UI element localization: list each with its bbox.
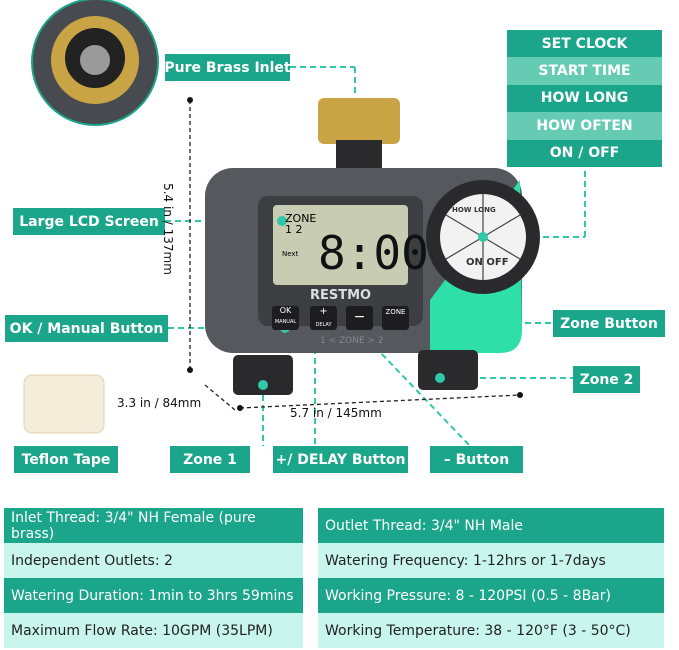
spec-outlets: Independent Outlets: 2	[4, 543, 303, 578]
callout-minus-button: – Button	[430, 446, 523, 473]
spec-inlet-thread: Inlet Thread: 3/4" NH Female (pure brass…	[4, 508, 303, 543]
spec-table-right: Outlet Thread: 3/4" NH Male Watering Fre…	[318, 508, 664, 648]
spec-flow-rate: Maximum Flow Rate: 10GPM (35LPM)	[4, 613, 303, 648]
inlet-closeup	[31, 0, 159, 126]
dial-menu: SET CLOCK START TIME HOW LONG HOW OFTEN …	[507, 30, 662, 167]
spec-pressure: Working Pressure: 8 - 120PSI (0.5 - 8Bar…	[318, 578, 664, 613]
menu-how-long: HOW LONG	[507, 84, 662, 113]
callout-pure-brass-inlet: Pure Brass Inlet	[164, 54, 291, 81]
menu-start-time: START TIME	[507, 57, 662, 85]
dial-off-label: ON OFF	[466, 257, 509, 268]
menu-how-often: HOW OFTEN	[507, 112, 662, 140]
dimension-height: 5.4 in / 137mm	[160, 183, 175, 275]
callout-large-lcd-screen: Large LCD Screen	[13, 208, 165, 235]
callout-teflon-tape: Teflon Tape	[14, 446, 118, 473]
callout-zone-1: Zone 1	[170, 446, 250, 473]
dial-label: HOW LONG	[452, 206, 496, 214]
dimension-width: 5.7 in / 145mm	[290, 406, 382, 420]
lcd-time: 8:00	[318, 226, 429, 280]
plus-delay-button[interactable]: +DELAY	[310, 306, 337, 330]
menu-set-clock: SET CLOCK	[507, 30, 662, 58]
spec-temperature: Working Temperature: 38 - 120°F (3 - 50°…	[318, 613, 664, 648]
callout-zone-button: Zone Button	[553, 310, 665, 337]
zone-button[interactable]: ZONE	[382, 306, 409, 330]
spec-table-left: Inlet Thread: 3/4" NH Female (pure brass…	[4, 508, 303, 648]
callout-zone-2: Zone 2	[573, 366, 640, 393]
brand-logo: RESTMO	[310, 288, 372, 303]
menu-on-off: ON / OFF	[507, 139, 662, 167]
zone-strip: 1 < ZONE > 2	[320, 336, 384, 346]
dimension-depth: 3.3 in / 84mm	[117, 396, 202, 410]
callout-delay-button: +/ DELAY Button	[273, 446, 408, 473]
spec-frequency: Watering Frequency: 1-12hrs or 1-7days	[318, 543, 664, 578]
spec-outlet-thread: Outlet Thread: 3/4" NH Male	[318, 508, 664, 543]
dimension-lines	[189, 100, 521, 411]
callout-ok-manual-button: OK / Manual Button	[5, 315, 168, 342]
lcd-next: Next	[282, 250, 299, 258]
spec-duration: Watering Duration: 1min to 3hrs 59mins	[4, 578, 303, 613]
minus-button[interactable]: −	[346, 306, 373, 330]
